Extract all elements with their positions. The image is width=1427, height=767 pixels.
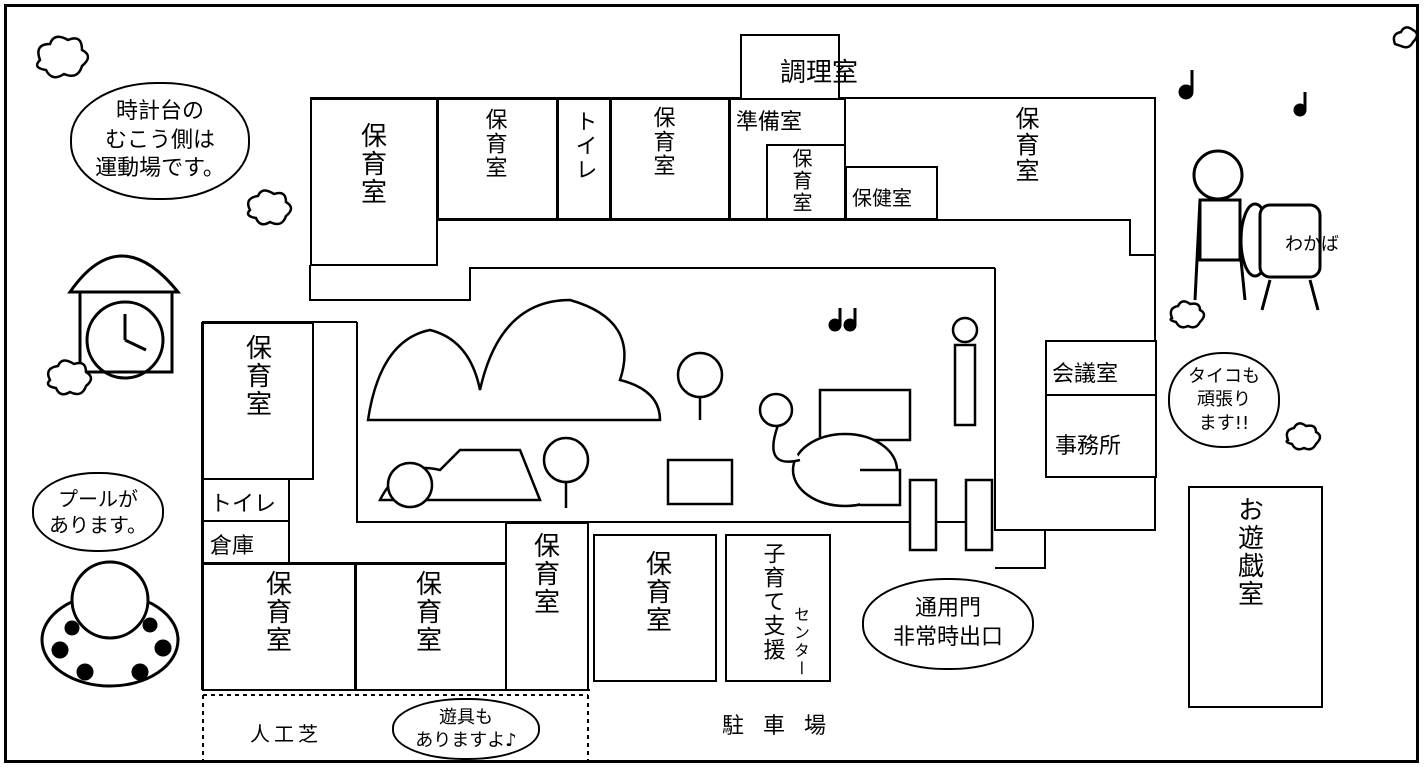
toys-bubble: 遊具も ありますよ♪	[392, 698, 540, 760]
room-storage	[202, 520, 290, 564]
slide-tower-icon	[908, 316, 994, 552]
room-toilet-1-label: トイレ	[571, 110, 597, 182]
clock-bubble-line-2: むこう側は	[104, 127, 215, 153]
pool-bubble: プールが あります。	[32, 472, 164, 552]
toys-bubble-line-2: ありますよ♪	[415, 730, 517, 751]
room-nursery-3	[610, 98, 730, 220]
room-nursery-6	[202, 322, 314, 480]
clock-tower-bubble: 時計台の むこう側は 運動場です。	[70, 82, 250, 200]
room-nursery-8-label: 保育室	[411, 570, 442, 654]
drum-kid-icon	[1192, 149, 1322, 311]
room-nursery-2-label: 保育室	[481, 108, 507, 180]
map-frame	[4, 4, 1419, 763]
playground-icon	[366, 298, 734, 509]
gate-bubble-line-2: 非常時出口	[892, 625, 1003, 650]
clock-bubble-line-1: 時計台の	[115, 99, 204, 125]
room-nursery-9-label: 保育室	[529, 532, 560, 616]
room-childcare-label: 子育て支援	[759, 542, 785, 662]
flower-icon	[35, 26, 1419, 451]
room-nursery-10-label: 保育室	[641, 550, 672, 634]
gate-bubble-line-1: 通用門	[914, 596, 981, 622]
room-meeting-label: 会議室	[1052, 362, 1119, 387]
room-kitchen-label: 調理室	[780, 58, 859, 88]
pool-bubble-line-1: プールが	[58, 487, 138, 511]
room-office	[1045, 394, 1157, 478]
taiko-bubble: タイコも 頑張り ます!!	[1168, 352, 1280, 448]
elephant-icon	[758, 388, 912, 508]
clock-tower-icon	[67, 254, 182, 380]
room-nursery-7	[202, 563, 356, 691]
room-nursery-3-label: 保育室	[649, 106, 675, 178]
parking-label: 駐 車 場	[722, 714, 832, 739]
room-playroom	[1188, 486, 1323, 708]
ladybug-icon	[40, 560, 180, 688]
room-infirmary-label: 保健室	[852, 186, 912, 210]
room-nursery-10	[593, 534, 717, 682]
taiko-bubble-line-2: 頑張り	[1197, 389, 1251, 411]
taiko-bubble-line-1: タイコも	[1188, 365, 1260, 387]
toys-bubble-line-1: 遊具も	[439, 706, 493, 728]
room-nursery-4-label: 保育室	[789, 148, 813, 214]
room-toilet-2	[202, 478, 290, 522]
music-note-icon	[828, 70, 1307, 332]
room-toilet-2-label: トイレ	[210, 492, 277, 517]
turf-label: 人工芝	[250, 722, 322, 746]
room-office-label: 事務所	[1055, 434, 1122, 459]
room-nursery-5-label: 保育室	[1011, 106, 1039, 184]
room-nursery-7-label: 保育室	[261, 570, 292, 654]
room-nursery-1-label: 保育室	[356, 122, 387, 206]
clock-bubble-line-3: 運動場です。	[95, 156, 225, 182]
room-childcare	[725, 534, 831, 682]
room-toilet-1	[557, 98, 611, 220]
room-playroom-label: お遊戯室	[1233, 496, 1264, 608]
room-nursery-1	[310, 98, 438, 266]
gate-bubble: 通用門 非常時出口	[862, 578, 1034, 670]
room-storage-label: 倉庫	[210, 534, 255, 559]
taiko-bubble-line-3: ます!!	[1198, 412, 1250, 434]
room-nursery-6-label: 保育室	[241, 334, 272, 418]
room-nursery-2	[437, 98, 558, 220]
room-prep-label: 準備室	[736, 110, 803, 135]
room-childcare-center-label: センター	[791, 606, 810, 678]
pool-bubble-line-2: あります。	[49, 513, 147, 537]
drum-text: わかば	[1285, 234, 1339, 255]
room-infirmary	[845, 166, 938, 220]
room-nursery-8	[355, 563, 507, 691]
room-nursery-9	[505, 522, 589, 691]
